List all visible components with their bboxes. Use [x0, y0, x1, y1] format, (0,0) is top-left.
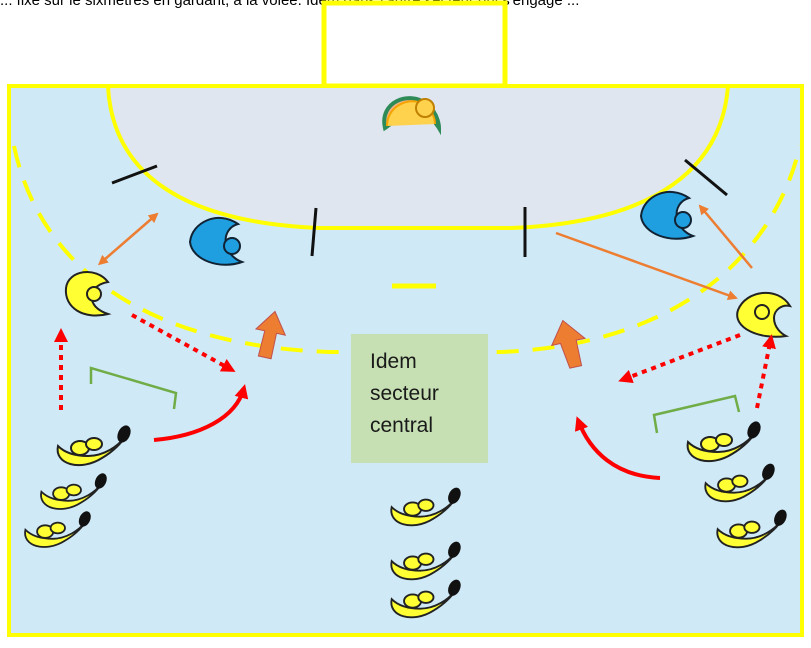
cropped-caption: ... fixe sur le sixmètres en gardant, à … [0, 0, 580, 9]
block-arrow-left [254, 310, 287, 360]
goal [321, 0, 508, 89]
note-line-3: central [370, 414, 434, 437]
goal-area [105, 84, 731, 230]
run-arrow-right-diag [618, 333, 741, 383]
defender-right-icon [639, 191, 697, 240]
pass-arrow-right-up [698, 204, 753, 269]
attacker-right-back-icon [736, 291, 793, 338]
bracket-right [652, 394, 741, 434]
run-arrow-right-up [755, 334, 776, 409]
defender-left-icon [188, 217, 246, 266]
note-line-2: secteur [370, 382, 439, 405]
block-arrow-right [550, 319, 587, 369]
pass-arrow-left [97, 212, 159, 266]
bracket-left [89, 366, 178, 410]
note-line-1: Idem [370, 350, 417, 373]
goalkeeper-icon [382, 96, 442, 136]
central-sector-note: Idem secteur central [351, 334, 488, 463]
free-throw-line [12, 145, 802, 354]
pass-arrow-right [555, 231, 738, 300]
attacker-left-back-icon [64, 270, 112, 317]
curve-arrow-right [574, 416, 661, 480]
zone-marks [111, 158, 728, 257]
curve-arrow-left [153, 384, 249, 442]
